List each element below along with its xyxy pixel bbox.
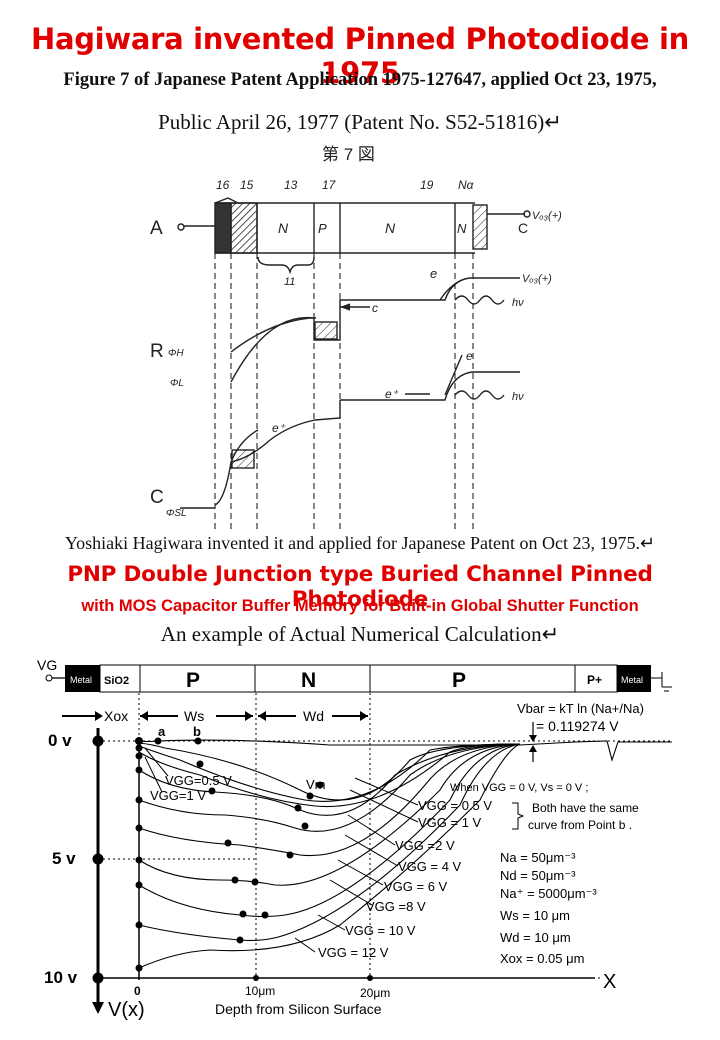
subtitle-line1: PNP Double Junction type Buried Channel … — [67, 562, 653, 612]
same-curve-note-2: curve from Point b . — [528, 818, 632, 832]
curve-label-6: VGG = 6 V — [384, 879, 448, 894]
region-n2: N — [385, 220, 396, 236]
xtick-0: 0 — [134, 984, 141, 998]
param-na-plus: Na⁺ = 5000μm⁻³ — [500, 886, 597, 901]
pplus-label: P+ — [587, 673, 602, 687]
label-eplus-top: e⁺ — [272, 421, 287, 435]
row-label-r: R — [150, 341, 164, 362]
label-13: 13 — [284, 178, 298, 192]
vm-label: Vm — [306, 777, 326, 792]
curve-label-left-0p5: VGG=0.5 V — [165, 773, 232, 788]
curve-label-4: VGG = 4 V — [398, 859, 462, 874]
curve-label-1: VGG = 1 V — [418, 815, 482, 830]
dim-ws: Ws — [184, 708, 204, 724]
x-axis-label: X — [603, 971, 616, 993]
curve-label-12: VGG = 12 V — [318, 945, 389, 960]
dim-wd: Wd — [303, 708, 324, 724]
row-label-a: A — [150, 218, 163, 239]
terminal-vss: Vₒ₃(+) — [532, 210, 562, 222]
vbar-value: = 0.119274 V — [536, 718, 619, 734]
label-phi-h: ΦH — [168, 348, 184, 359]
figure-number-title: 第 7 図 — [322, 145, 375, 164]
ytick-5v: 5 v — [52, 849, 76, 868]
dim-xox: Xox — [104, 708, 128, 724]
ytick-0v: 0 v — [48, 731, 72, 750]
metal-left-label: Metal — [70, 675, 92, 685]
inventor-statement: Yoshiaki Hagiwara invented it and applie… — [64, 533, 656, 553]
same-curve-note-1: Both have the same — [532, 801, 639, 815]
figure-caption-line1: Figure 7 of Japanese Patent Application … — [63, 70, 657, 90]
point-a-label: a — [158, 724, 166, 739]
label-16: 16 — [216, 178, 230, 192]
label-hv1: hν — [512, 297, 524, 309]
param-wd: Wd = 10 μm — [500, 930, 571, 945]
y-axis-label: V(x) — [108, 999, 145, 1021]
n-layer-label: N — [301, 669, 316, 692]
param-nd: Nd = 50μm⁻³ — [500, 868, 576, 883]
label-vss-r: Vₒ₃(+) — [522, 273, 552, 285]
vg-label: VG — [37, 657, 57, 673]
example-heading: An example of Actual Numerical Calculati… — [160, 622, 560, 646]
label-e-right: e — [466, 349, 473, 363]
param-ws: Ws = 10 μm — [500, 908, 570, 923]
region-n3: N — [457, 221, 467, 236]
xtick-10: 10μm — [245, 984, 275, 998]
metal-right-label: Metal — [621, 675, 643, 685]
curve-label-8: VGG =8 V — [366, 899, 426, 914]
when-condition: When VGG = 0 V, Vs = 0 V ; — [450, 782, 588, 794]
label-11: 11 — [284, 276, 295, 288]
region-p: P — [318, 221, 327, 236]
region-n1: N — [278, 220, 289, 236]
label-eplus-mid: e⁺ — [385, 387, 400, 401]
sio2-label: SiO2 — [104, 675, 129, 687]
ytick-10v: 10 v — [44, 968, 78, 987]
curve-label-2: VGG =2 V — [395, 838, 455, 853]
curve-label-left-1: VGG=1 V — [150, 788, 206, 803]
subtitle-line2: with MOS Capacitor Buffer Memory for Bui… — [81, 597, 639, 615]
label-na: Nα — [458, 178, 475, 192]
label-phi-l: ΦL — [170, 378, 184, 389]
p-layer-label: P — [186, 669, 200, 692]
point-b-label: b — [193, 724, 201, 739]
param-xox: Xox = 0.05 μm — [500, 951, 584, 966]
vbar-equation: Vbar = kT ln (Na+/Na) — [517, 701, 644, 716]
label-19: 19 — [420, 178, 434, 192]
label-e-top: e — [430, 266, 437, 281]
page-title: Hagiwara invented Pinned Photodiode in 1… — [30, 22, 689, 90]
label-15: 15 — [240, 178, 254, 192]
metal-gate-layer — [65, 665, 100, 692]
xtick-20: 20μm — [360, 986, 390, 1000]
p-substrate-label: P — [452, 669, 466, 692]
label-phi-sl: ΦSL — [166, 508, 187, 519]
label-hv2: hν — [512, 391, 524, 403]
metal-back-layer — [617, 665, 651, 692]
figure-caption-line2: Public April 26, 1977 (Patent No. S52-51… — [158, 110, 562, 134]
terminal-c: C — [518, 220, 528, 236]
label-17: 17 — [322, 178, 337, 192]
param-na: Na = 50μm⁻³ — [500, 850, 576, 865]
curve-label-0p5: VGG = 0.5 V — [418, 798, 492, 813]
x-axis-title: Depth from Silicon Surface — [215, 1001, 382, 1017]
label-c: c — [372, 301, 378, 315]
row-label-c: C — [150, 487, 164, 508]
curve-label-10: VGG = 10 V — [345, 923, 416, 938]
